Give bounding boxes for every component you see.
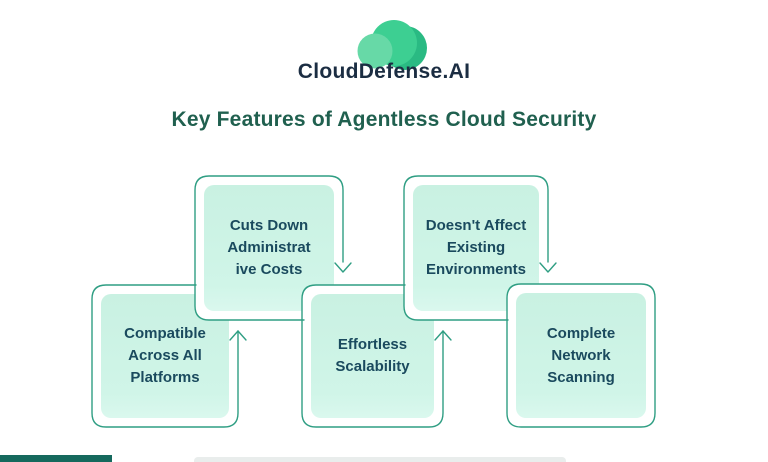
feature-line: Environments	[425, 261, 527, 278]
feature-line: Scanning	[547, 368, 615, 386]
arrow-up-to-cuts-down-icon	[229, 330, 247, 341]
feature-label-complete: Complete Network Scanning	[516, 293, 646, 418]
footer-accent-bar	[0, 455, 112, 462]
feature-label-compatible: Compatible Across All Platforms	[101, 294, 229, 418]
page-title: Key Features of Agentless Cloud Security	[171, 108, 597, 131]
feature-line: Doesn't Affect	[425, 217, 527, 234]
arrow-up-to-doesnt-affect-icon	[434, 330, 452, 341]
feature-line: Compatible	[124, 325, 206, 342]
cloud-icon	[357, 20, 427, 70]
cloud-front-circle	[357, 33, 393, 69]
feature-card-complete	[507, 284, 655, 427]
feature-card-effortless	[302, 285, 443, 427]
footer-cutoff-element	[194, 457, 566, 462]
feature-card-compatible	[92, 285, 238, 427]
arrow-down-to-complete-icon	[539, 262, 557, 273]
feature-line: Across All	[128, 347, 202, 364]
arrow-down-to-effortless-icon	[334, 262, 352, 273]
brand-name: CloudDefense.AI	[297, 60, 471, 83]
feature-line: Effortless	[337, 336, 408, 353]
feature-line: Scalability	[335, 358, 410, 375]
outline-doesnt-affect-with-down-arrow	[403, 175, 549, 321]
feature-line: ive Costs	[235, 261, 303, 278]
feature-card-doesnt-affect	[404, 176, 548, 320]
outline-complete	[506, 283, 656, 428]
feature-line: Existing	[446, 239, 506, 256]
feature-line: Cuts Down	[229, 217, 309, 234]
outline-effortless-with-up-arrow	[301, 284, 444, 428]
feature-label-cuts-down: Cuts Down Administrat ive Costs	[204, 185, 334, 311]
feature-line: Platforms	[130, 369, 200, 386]
feature-label-effortless: Effortless Scalability	[311, 294, 434, 418]
feature-line: Complete	[546, 324, 616, 342]
feature-label-doesnt-affect: Doesn't Affect Existing Environments	[413, 185, 539, 311]
feature-card-cuts-down	[195, 176, 343, 320]
feature-line: Network	[551, 346, 611, 364]
outline-cuts-down-with-down-arrow	[194, 175, 344, 321]
feature-line: Administrat	[227, 239, 311, 256]
outline-compatible-with-up-arrow	[91, 284, 239, 428]
